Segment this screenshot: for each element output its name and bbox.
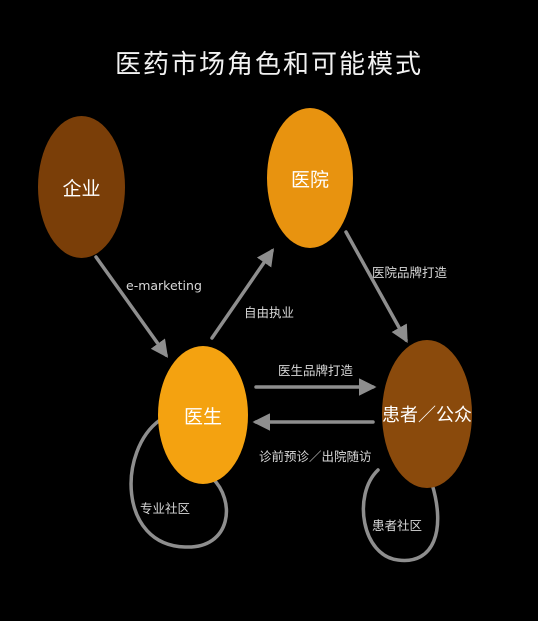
- node-patient-label: 患者／公众: [382, 405, 472, 426]
- arrow-doctor-to-hospital: [210, 248, 274, 340]
- node-enterprise: 企业: [38, 116, 125, 258]
- node-hospital: 医院: [267, 108, 353, 248]
- edge-label-followup: 诊前预诊／出院随访: [259, 449, 372, 464]
- edge-label-e-marketing: e-marketing: [126, 278, 202, 293]
- edge-label-professional-community: 专业社区: [140, 501, 191, 516]
- arrow-enterprise-to-doctor: [94, 255, 169, 358]
- edge-label-free-practice: 自由执业: [244, 305, 295, 320]
- diagram-title: 医药市场角色和可能模式: [114, 50, 423, 80]
- node-enterprise-label: 企业: [62, 177, 101, 200]
- loop-patient-community: [361, 468, 440, 563]
- node-doctor-label: 医生: [183, 405, 222, 428]
- edge-label-doctor-brand: 医生品牌打造: [278, 363, 354, 378]
- node-patient: 患者／公众: [382, 340, 472, 488]
- edge-label-hospital-brand: 医院品牌打造: [372, 265, 448, 280]
- node-doctor: 医生: [158, 346, 248, 484]
- edge-label-patient-community: 患者社区: [372, 518, 423, 533]
- arrow-hospital-to-patient: [344, 230, 408, 344]
- loop-doctor-community: [129, 418, 229, 549]
- node-hospital-label: 医院: [290, 168, 329, 191]
